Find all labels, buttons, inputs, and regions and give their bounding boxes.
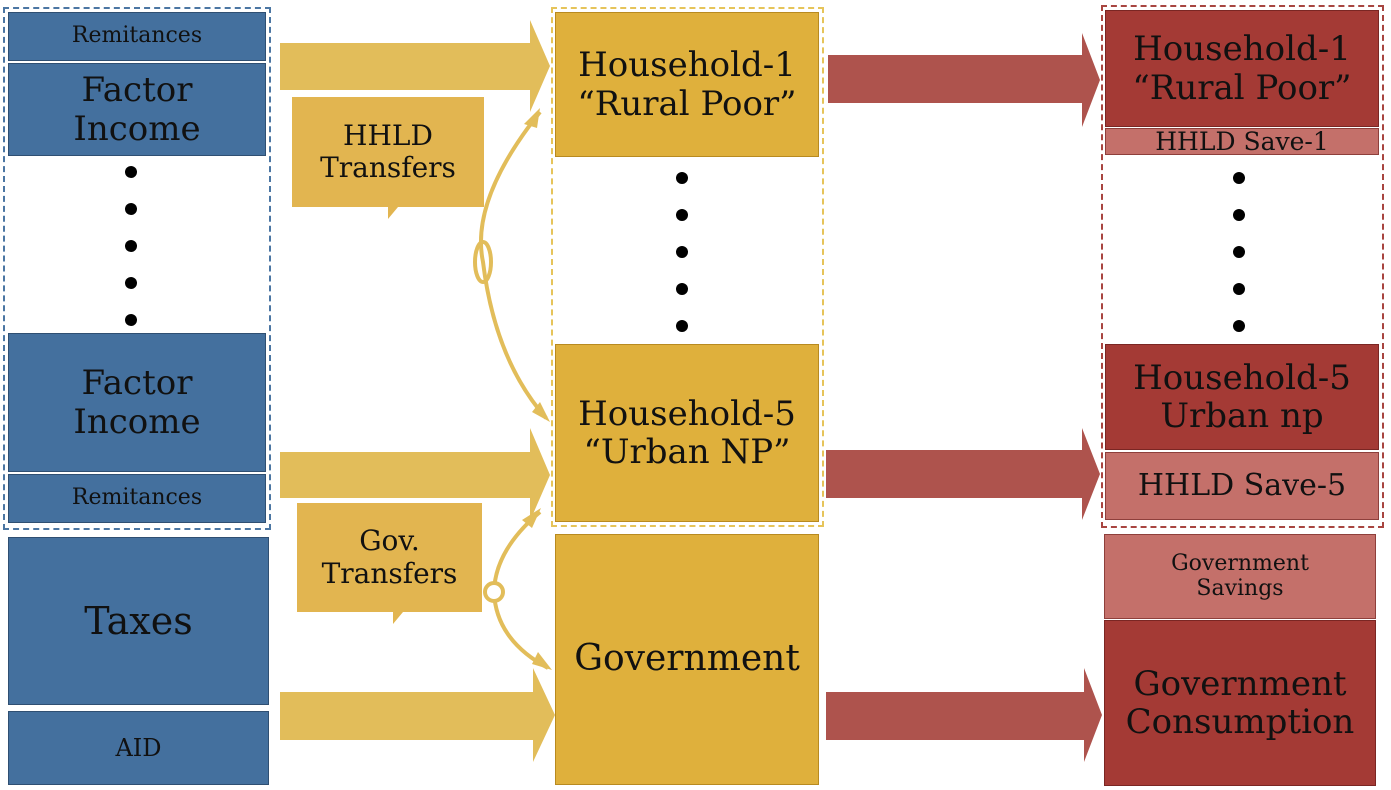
gov-transfer-arrowhead-top: [522, 508, 541, 528]
factor-income-top-box: Factor Income: [8, 63, 266, 156]
household-5-box: Household-5 “Urban NP”: [555, 344, 819, 522]
middle-group-outline: [551, 7, 824, 527]
household-1-savings-box: Household-1 “Rural Poor”: [1105, 10, 1379, 127]
hhld-transfers-label: HHLD Transfers: [320, 118, 456, 184]
government-consumption-label: Government Consumption: [1125, 663, 1355, 742]
government-savings-label: Government Savings: [1171, 550, 1309, 601]
gov-transfers-label: Gov. Transfers: [321, 524, 458, 590]
hhld-save-1-box: HHLD Save-1: [1105, 126, 1379, 156]
gov-transfer-arrowhead-bottom: [532, 652, 552, 670]
government-consumption-box: Government Consumption: [1104, 620, 1376, 786]
household-1-label: Household-1 “Rural Poor”: [577, 45, 797, 124]
middle-ellipsis-dots: [676, 172, 688, 332]
government-savings-box: Government Savings: [1104, 534, 1376, 619]
arrow-household-5-to-savings: [826, 428, 1100, 520]
household-1-savings-label: Household-1 “Rural Poor”: [1132, 29, 1352, 108]
government-box: Government: [555, 534, 819, 785]
left-group-outline: [3, 7, 271, 530]
arrow-household-1-to-savings: [828, 33, 1100, 127]
hhld-save-1-label: HHLD Save-1: [1155, 126, 1329, 156]
hhld-transfer-curve: [478, 110, 548, 420]
factor-income-bottom-label: Factor Income: [73, 363, 201, 442]
hhld-transfers-callout: HHLD Transfers: [292, 97, 484, 219]
left-ellipsis-dots: [125, 166, 137, 326]
gov-transfers-callout: Gov. Transfers: [297, 503, 482, 624]
arrow-income-to-household-1: [280, 20, 550, 112]
remittances-top-box: Remitances: [8, 12, 266, 61]
gov-transfer-junction: [483, 581, 505, 603]
aid-label: AID: [115, 733, 162, 762]
factor-income-top-label: Factor Income: [73, 70, 201, 149]
household-5-label: Household-5 “Urban NP”: [578, 393, 796, 472]
right-group-outline: [1101, 5, 1384, 528]
household-1-box: Household-1 “Rural Poor”: [555, 12, 819, 157]
household-5-savings-label: Household-5 Urban np: [1133, 357, 1351, 436]
hhld-save-5-label: HHLD Save-5: [1137, 468, 1347, 504]
taxes-label: Taxes: [84, 598, 193, 643]
hhld-transfer-arrowhead-bottom: [532, 402, 550, 422]
remittances-bottom-box: Remitances: [8, 474, 266, 523]
factor-income-bottom-box: Factor Income: [8, 333, 266, 472]
remittances-top-label: Remitances: [71, 23, 203, 49]
household-5-savings-box: Household-5 Urban np: [1105, 344, 1379, 450]
arrow-income-to-household-5: [280, 428, 550, 521]
hhld-save-5-box: HHLD Save-5: [1105, 452, 1379, 520]
arrow-government-to-consumption: [826, 668, 1102, 762]
hhld-transfer-junction: [473, 240, 493, 284]
taxes-box: Taxes: [8, 537, 269, 705]
right-ellipsis-dots: [1233, 172, 1245, 332]
aid-box: AID: [8, 711, 269, 785]
arrow-taxes-to-government: [280, 668, 555, 762]
remittances-bottom-label: Remitances: [71, 485, 203, 511]
hhld-transfer-arrowhead-top: [524, 108, 540, 128]
government-label: Government: [574, 638, 800, 680]
